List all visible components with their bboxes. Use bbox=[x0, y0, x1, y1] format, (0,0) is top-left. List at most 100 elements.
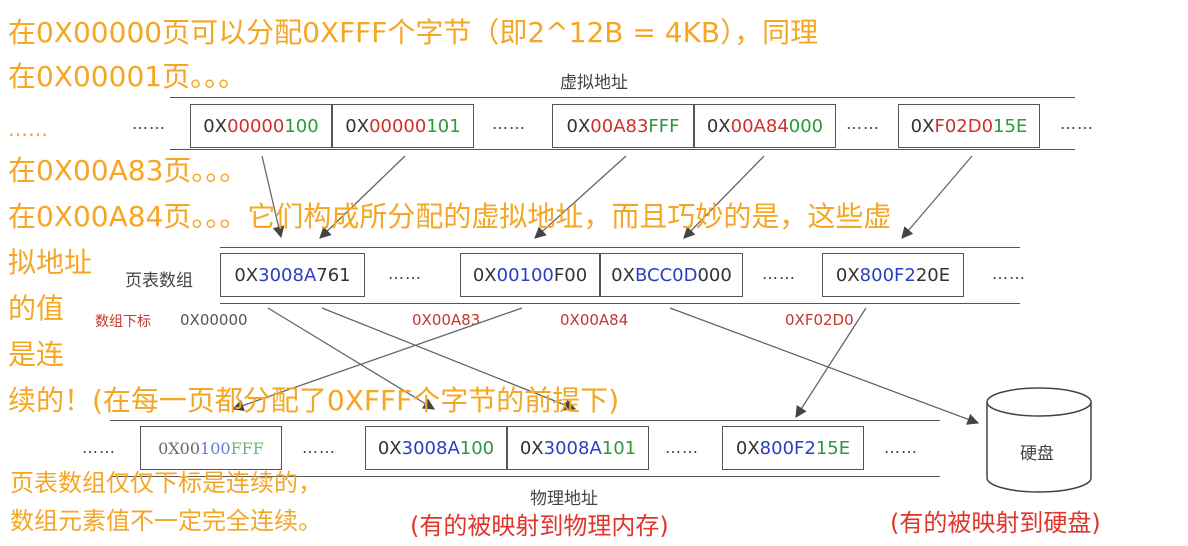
page-table-caption: 页表数组 bbox=[125, 271, 193, 291]
virtual-dots-2: …… bbox=[492, 114, 526, 133]
page-table-rail-bottom bbox=[220, 303, 1020, 304]
page-table-cell-4-frame: 800F2 bbox=[859, 264, 916, 286]
virtual-dots-1: …… bbox=[132, 114, 166, 133]
arrow-pt1-to-phys4 bbox=[321, 307, 577, 411]
virtual-cell-5-page: F02D0 bbox=[934, 115, 994, 137]
page-table-rail-top bbox=[220, 247, 1020, 248]
virtual-dots-4: …… bbox=[1060, 114, 1094, 133]
page-table-cell-1-prefix: 0X bbox=[234, 264, 259, 286]
note-line-6: 拟地址 bbox=[8, 246, 93, 279]
page-table-cell-3-frame: BCC0D bbox=[634, 264, 698, 286]
physical-cell-4-prefix: 0X bbox=[735, 437, 760, 459]
arrow-pt4-to-phys5 bbox=[795, 307, 867, 418]
physical-cell-2-offset: 100 bbox=[459, 437, 495, 459]
virtual-cell-1-prefix: 0X bbox=[203, 115, 228, 137]
physical-cell-4-frame: 800F2 bbox=[759, 437, 816, 459]
arrow-v5-to-pt4 bbox=[901, 155, 973, 239]
mapped-to-memory-note: (有的被映射到物理内存) bbox=[410, 512, 669, 540]
page-table-cell-1-rest: 761 bbox=[316, 264, 351, 286]
disk-label: 硬盘 bbox=[1020, 444, 1054, 464]
physical-cell-2-prefix: 0X bbox=[377, 437, 402, 459]
arrow-v4-to-pt3 bbox=[683, 155, 765, 239]
page-table-cell-2-prefix: 0X bbox=[472, 264, 497, 286]
virtual-cell-5-offset: 15E bbox=[993, 115, 1028, 137]
virtual-cell-2-prefix: 0X bbox=[345, 115, 370, 137]
physical-cell-2-frame: 3008A bbox=[401, 437, 460, 459]
physical-rail-top bbox=[110, 420, 940, 421]
virtual-cell-1-offset: 100 bbox=[284, 115, 319, 137]
arrow-pt2-to-phys1 bbox=[231, 307, 523, 412]
note-line-3: …… bbox=[8, 117, 48, 141]
physical-cell-3-frame: 3008A bbox=[543, 437, 602, 459]
page-table-dots-2: …… bbox=[762, 264, 796, 283]
bottom-note-2: 数组元素值不一定完全连续。 bbox=[10, 507, 322, 535]
physical-cell-3-offset: 101 bbox=[601, 437, 637, 459]
arrow-v2-to-pt1 bbox=[319, 155, 406, 239]
virtual-address-caption: 虚拟地址 bbox=[560, 73, 628, 93]
note-line-2: 在0X00001页。。。 bbox=[8, 60, 247, 93]
arrow-pt3-to-disk bbox=[669, 307, 980, 425]
virtual-cell-2-page: 00000 bbox=[369, 115, 427, 137]
physical-cell-1-frame: 100 bbox=[200, 438, 231, 458]
physical-dots-4: …… bbox=[884, 438, 918, 457]
arrow-v1-to-pt1 bbox=[261, 155, 285, 239]
page-table-cell-4-rest: 20E bbox=[915, 264, 951, 286]
arrow-pt1-to-phys3 bbox=[267, 307, 435, 410]
index-caption: 数组下标 bbox=[95, 314, 151, 330]
mapped-to-disk-note: (有的被映射到硬盘) bbox=[890, 509, 1101, 537]
index-label-1: 0X00000 bbox=[180, 311, 248, 329]
virtual-cell-4-prefix: 0X bbox=[706, 115, 731, 137]
virtual-row-rail-bottom bbox=[170, 149, 1075, 150]
virtual-cell-4-offset: 000 bbox=[788, 115, 824, 137]
page-table-dots-1: …… bbox=[388, 264, 422, 283]
page-table-cell-4-prefix: 0X bbox=[835, 264, 860, 286]
page-table-cell-3-rest: 000 bbox=[697, 264, 732, 286]
virtual-cell-3-page: 00A83 bbox=[590, 115, 649, 137]
note-line-5: 在0X00A84页。。。它们构成所分配的虚拟地址，而且巧妙的是，这些虚 bbox=[8, 200, 892, 233]
physical-cell-1-prefix: 0X00 bbox=[158, 438, 201, 458]
virtual-row-rail-top bbox=[170, 97, 1075, 98]
index-label-4: 0XF02D0 bbox=[785, 311, 854, 329]
page-table-dots-3: …… bbox=[992, 264, 1026, 283]
physical-address-caption: 物理地址 bbox=[530, 489, 598, 509]
physical-cell-4-offset: 15E bbox=[815, 437, 851, 459]
physical-cell-3-prefix: 0X bbox=[519, 437, 544, 459]
virtual-cell-1-page: 00000 bbox=[227, 115, 285, 137]
physical-dots-3: …… bbox=[665, 438, 699, 457]
physical-dots-1: …… bbox=[82, 438, 116, 457]
index-label-3: 0X00A84 bbox=[560, 311, 629, 329]
page-table-cell-3-prefix: 0X bbox=[611, 264, 635, 286]
arrow-v3-to-pt2 bbox=[534, 155, 627, 239]
note-line-7: 的值 bbox=[8, 292, 65, 325]
physical-rail-bottom bbox=[110, 476, 940, 477]
note-line-1: 在0X00000页可以分配0XFFF个字节（即2^12B = 4KB），同理 bbox=[8, 16, 819, 49]
physical-dots-2: …… bbox=[302, 438, 336, 457]
virtual-dots-3: …… bbox=[846, 114, 880, 133]
note-line-4: 在0X00A83页。。。 bbox=[8, 154, 248, 187]
note-line-8: 是连 bbox=[8, 338, 65, 371]
virtual-cell-4-page: 00A84 bbox=[730, 115, 789, 137]
page-table-cell-2-frame: 00100 bbox=[496, 264, 554, 286]
page-table-cell-2-rest: F00 bbox=[553, 264, 588, 286]
note-line-9: 续的！(在每一页都分配了0XFFF个字节的前提下) bbox=[8, 384, 620, 417]
bottom-note-1: 页表数组仅仅下标是连续的， bbox=[10, 469, 322, 497]
physical-cell-1-offset: FFF bbox=[230, 438, 264, 458]
virtual-cell-3-offset: FFF bbox=[648, 115, 680, 137]
virtual-cell-5-prefix: 0X bbox=[910, 115, 935, 137]
virtual-cell-2-offset: 101 bbox=[426, 115, 461, 137]
page-table-cell-1-frame: 3008A bbox=[258, 264, 317, 286]
index-label-2: 0X00A83 bbox=[412, 311, 481, 329]
